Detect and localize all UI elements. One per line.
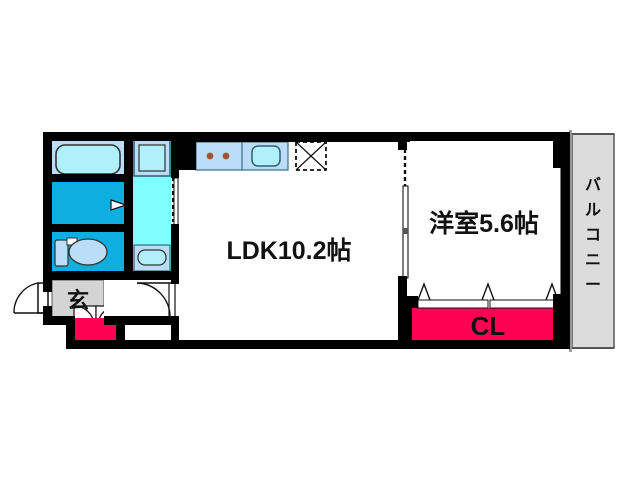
washing-machine-drum — [138, 144, 166, 172]
wall-toilet-bottom — [43, 271, 126, 280]
wall-left-outer — [43, 132, 52, 280]
balcony-area — [569, 130, 615, 352]
wall-entrance-bottom — [43, 316, 75, 325]
wall-bottom-outer — [66, 340, 570, 349]
wall-washroom-right-top — [171, 132, 179, 178]
closet-door-panel-left — [417, 299, 489, 309]
closet-label: CL — [471, 311, 506, 341]
wall-entrance-hall-bottom — [104, 316, 179, 325]
wall-bedroom-left-top — [398, 132, 407, 150]
wall-shoe-closet-left — [66, 316, 75, 348]
wall-closet-right-rail — [556, 296, 564, 308]
wall-bedroom-right-bottom — [553, 294, 562, 348]
wall-washroom-right-mid — [171, 224, 179, 272]
bedroom-closet — [412, 282, 564, 344]
bathtub — [55, 144, 121, 175]
wall-bedroom-left-closet — [398, 296, 412, 348]
balcony-label-char-2: コ — [585, 227, 601, 244]
washroom-door-leaf — [173, 177, 179, 227]
entrance-hall-floor — [104, 280, 174, 320]
balcony-label-char-0: バ — [585, 176, 601, 194]
wall-bedroom-left-bottom — [398, 276, 407, 298]
balcony-label: バ ル コ ニ ー — [585, 176, 601, 294]
toilet-bowl — [68, 238, 108, 266]
washroom-hallway — [133, 139, 179, 272]
balcony-label-char-3: ニ — [585, 252, 601, 269]
closet-fold-marker-1 — [417, 282, 431, 301]
vanity-sink — [137, 249, 167, 266]
closet-fill — [412, 308, 564, 344]
balcony-floor — [571, 133, 615, 349]
bathroom-unit — [50, 139, 128, 227]
balcony-label-char-1: ル — [585, 202, 601, 219]
closet-fold-marker-2 — [481, 282, 495, 301]
entry-door-swing-arc — [13, 282, 39, 314]
wall-closet-left-rail — [407, 296, 418, 308]
balcony-inner-edge — [569, 130, 572, 352]
stove-burner-right — [222, 152, 230, 160]
wall-right-outer — [561, 132, 570, 349]
wall-kitchen-left-return — [179, 132, 196, 170]
ldk-label: LDK10.2帖 — [226, 237, 351, 265]
kitchen-counter-area — [195, 141, 327, 171]
toilet-tank — [54, 239, 69, 267]
balcony-label-char-4: ー — [585, 277, 601, 294]
refrigerator-x-2 — [295, 141, 327, 171]
closet-door-panel-right — [489, 299, 561, 309]
toilet-room — [50, 231, 126, 275]
wall-bath-partition-2 — [43, 224, 126, 232]
wall-washroom-bottom — [124, 271, 179, 280]
bedroom-floor — [412, 140, 564, 308]
wall-entrance-jamb-bottom — [43, 306, 52, 324]
wall-bedroom-right-top — [553, 132, 562, 168]
wall-shoe-closet-right — [116, 316, 125, 348]
bathroom-door-marker — [110, 199, 128, 211]
wall-kitchen-back — [196, 132, 410, 142]
entrance-label: 玄 — [67, 288, 89, 313]
bedroom-label: 洋室5.6帖 — [429, 209, 539, 238]
kitchen-sink — [251, 145, 281, 167]
ldk-floor — [178, 140, 400, 340]
wall-bath-right — [124, 132, 133, 280]
wall-bath-partition-1 — [43, 174, 126, 182]
walls — [43, 132, 570, 349]
stove-burner-left — [206, 152, 214, 160]
bedroom-door-handle — [403, 228, 408, 234]
wall-entrance-jamb-top — [43, 280, 52, 292]
wall-hall-right-bottom — [171, 316, 179, 346]
